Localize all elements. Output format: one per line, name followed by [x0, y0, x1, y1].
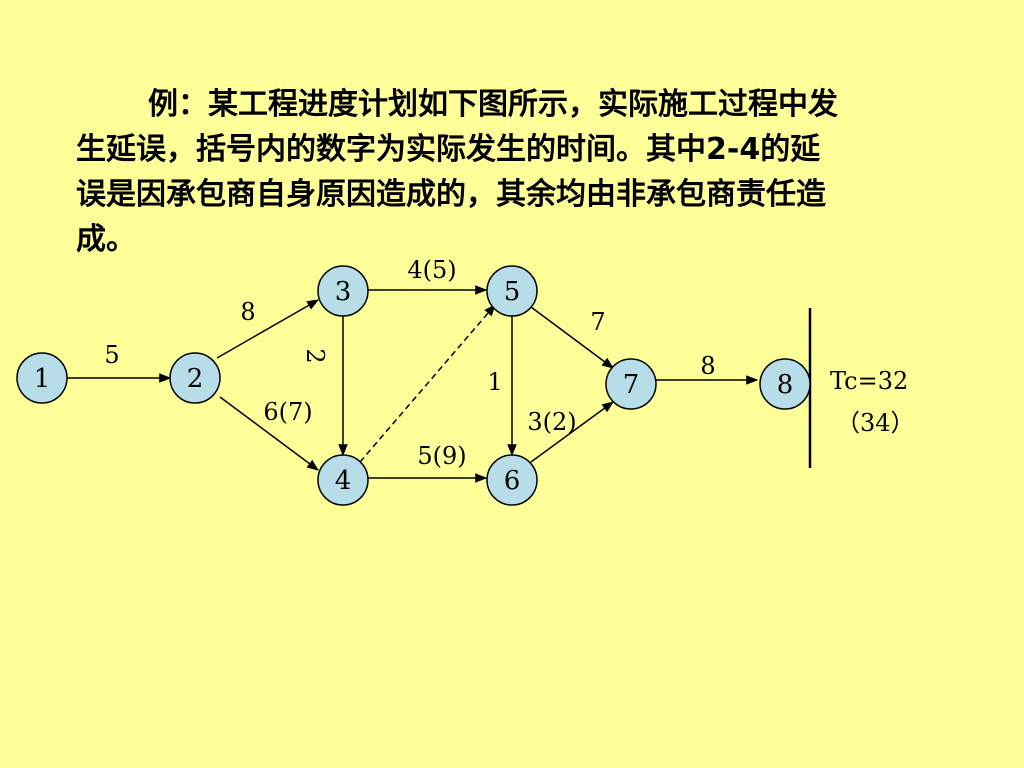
tc-actual-label: （34） — [836, 409, 915, 437]
node-1-label: 1 — [34, 364, 51, 394]
node-3-label: 3 — [335, 277, 352, 307]
node-7: 7 — [605, 358, 657, 410]
edge-5-7 — [530, 306, 614, 369]
node-8-label: 8 — [777, 370, 794, 400]
node-8: 8 — [759, 358, 811, 410]
statement-line-1: 例：某工程进度计划如下图所示，实际施工过程中发 — [148, 87, 838, 122]
node-6: 6 — [486, 454, 538, 506]
edge-4-5-dummy — [359, 304, 496, 463]
edge-2-4 — [219, 396, 319, 471]
edge-label-3-5: 4(5) — [407, 256, 456, 284]
tc-planned-label: Tc=32 — [830, 367, 908, 395]
node-4-label: 4 — [335, 466, 352, 496]
edge-label-5-6: 1 — [487, 368, 502, 396]
edge-label-4-6: 5(9) — [417, 442, 466, 470]
node-6-label: 6 — [504, 466, 521, 496]
node-7-label: 7 — [623, 370, 640, 400]
statement-line-3: 误是因承包商自身原因造成的，其余均由非承包商责任造 — [76, 177, 826, 212]
node-3: 3 — [317, 265, 369, 317]
statement-line-4: 成。 — [76, 222, 136, 257]
node-5: 5 — [486, 265, 538, 317]
node-5-label: 5 — [504, 277, 521, 307]
edge-label-2-4: 6(7) — [263, 398, 312, 426]
problem-statement: 例：某工程进度计划如下图所示，实际施工过程中发 生延误，括号内的数字为实际发生的… — [76, 82, 946, 262]
edge-label-5-7: 7 — [590, 308, 605, 336]
edge-label-1-2: 5 — [104, 341, 119, 369]
node-2: 2 — [169, 352, 221, 404]
edge-6-7 — [530, 401, 614, 463]
edge-label-7-8: 8 — [700, 352, 715, 380]
statement-line-2: 生延误，括号内的数字为实际发生的时间。其中2-4的延 — [76, 132, 821, 167]
node-4: 4 — [317, 454, 369, 506]
edge-2-3 — [216, 299, 320, 359]
edge-label-6-7: 3(2) — [527, 408, 576, 436]
edge-label-2-3: 8 — [240, 298, 255, 326]
edge-label-3-4: 2 — [301, 348, 329, 363]
node-2-label: 2 — [187, 364, 204, 394]
node-1: 1 — [16, 352, 68, 404]
